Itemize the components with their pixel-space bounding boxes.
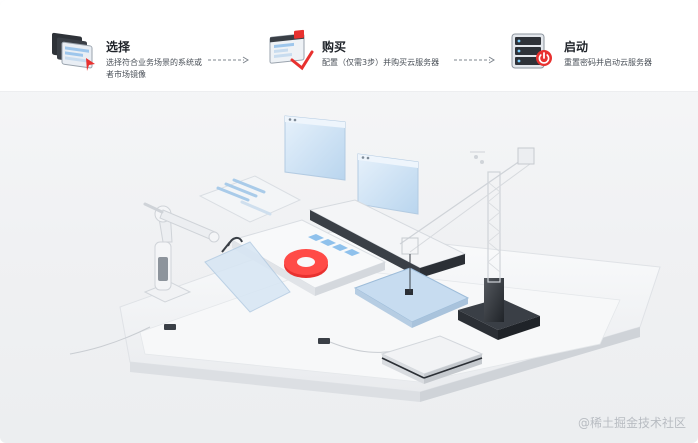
- list-panel: [198, 175, 302, 223]
- bolt-dot-1: [474, 155, 478, 159]
- cable-plug-left: [164, 324, 176, 330]
- crane: [399, 147, 540, 340]
- step-start-desc: 重置密码并启动云服务器: [564, 58, 652, 67]
- step-purchase-desc: 配置（仅需3步）并购买云服务器: [322, 58, 440, 67]
- step-select[interactable]: 选择 选择符合业务场景的系统或者市场镜像: [48, 28, 218, 79]
- floating-screen-left: [284, 115, 346, 181]
- watermark: @稀土掘金技术社区: [577, 416, 686, 430]
- blue-stage: [353, 267, 470, 328]
- step-select-title: 选择: [106, 40, 131, 54]
- cable-plug-center: [318, 338, 330, 344]
- step-arrow-1: [208, 56, 249, 64]
- robotic-arm: [143, 202, 220, 303]
- step-purchase[interactable]: 购买 配置（仅需3步）并购买云服务器: [264, 28, 474, 78]
- step-start-title: 启动: [564, 40, 589, 54]
- step-purchase-title: 购买: [322, 40, 347, 54]
- step-start[interactable]: 启动 重置密码并启动云服务器: [506, 28, 686, 78]
- server-image-stack-icon: [52, 32, 95, 71]
- server-start-icon: [511, 33, 552, 69]
- step-select-desc: 选择符合业务场景的系统或者市场镜像: [106, 58, 202, 79]
- glass-panel-front: [204, 236, 291, 313]
- cable-left: [69, 326, 151, 355]
- floating-screen-right: [357, 153, 419, 215]
- central-server-block: [308, 199, 467, 278]
- server-slab: [380, 335, 484, 384]
- bolt-dot-2: [480, 160, 484, 164]
- steps-bar: 选择 选择符合业务场景的系统或者市场镜像 购: [0, 0, 698, 92]
- cloud-factory-illustration: [69, 115, 661, 402]
- config-purchase-icon: [269, 29, 314, 71]
- step-arrow-2: [454, 56, 495, 64]
